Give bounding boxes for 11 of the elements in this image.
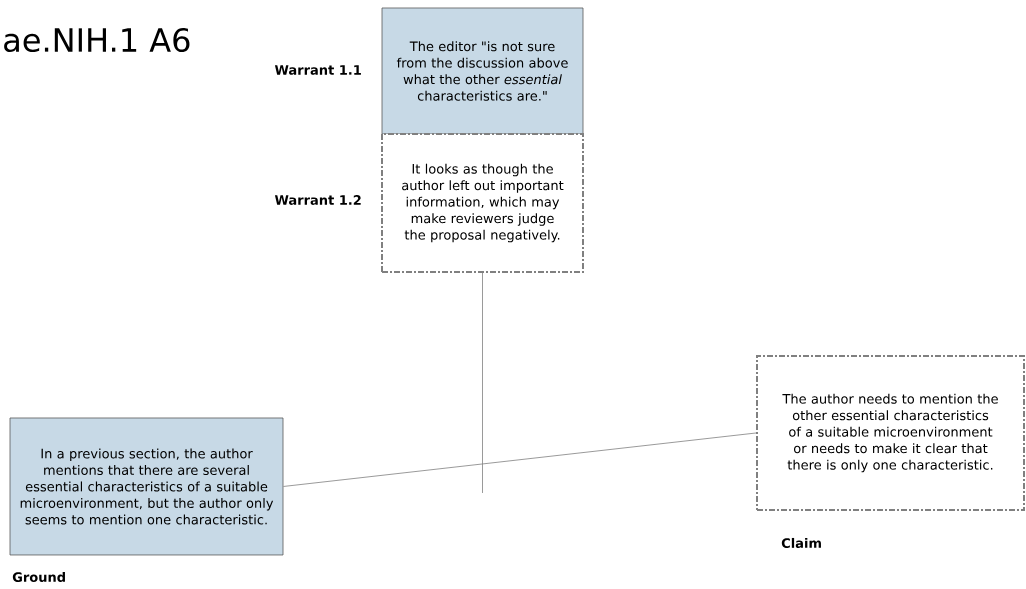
dashed-text-box: It looks as though the author left out important information, which may make reviewers judge the proposal negatively.	[381, 133, 584, 273]
connector-line	[283, 432, 757, 487]
text-box: The editor "is not sure from the discussion above what the other essential characteristics are."	[381, 7, 584, 135]
role-label: Claim	[781, 537, 821, 548]
title: ae.NIH.1 A6	[4, 27, 190, 53]
role-label: Warrant 1.1	[274, 65, 361, 75]
role-label: Ground	[12, 571, 65, 582]
connector-line	[482, 272, 483, 494]
text-box: In a previous section, the author mentions that there are several essential characteristics of a suitable microenvironment, but the author only seems to mention one characteristic.	[9, 417, 284, 556]
dashed-text-box: The author needs to mention the other essential characteristics of a suitable microenvironment or needs to make it clear that there is only one characteristic.	[756, 355, 1025, 511]
role-label: Warrant 1.2	[274, 195, 361, 205]
